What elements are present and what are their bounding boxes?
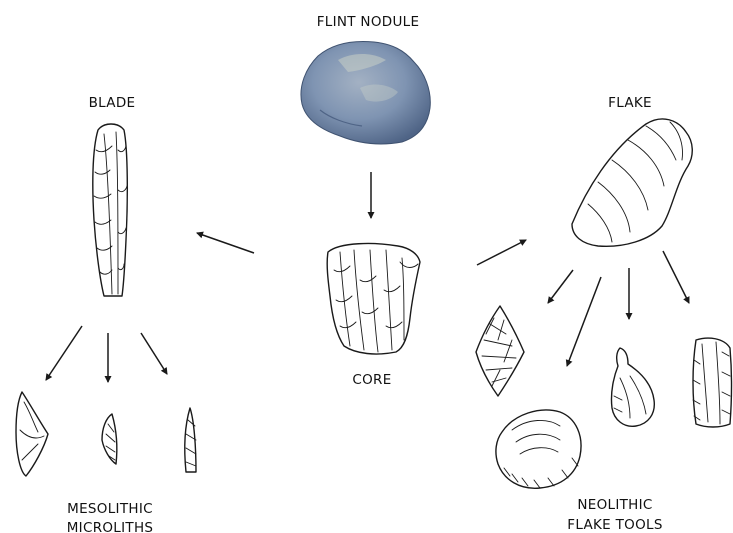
flint-nodule-illustration	[301, 42, 430, 144]
arrow-flake-to-tool-1	[548, 270, 573, 303]
microlith-2	[102, 414, 117, 464]
flake-tool-blade-scraper	[693, 338, 732, 427]
core-label: CORE	[352, 372, 391, 388]
arrow-core-to-blade	[197, 233, 254, 253]
flake-tool-scraper	[496, 410, 581, 488]
flake-illustration	[572, 119, 692, 246]
microlith-3	[185, 408, 196, 472]
blade-illustration	[93, 124, 128, 296]
arrow-flake-to-tool-4	[663, 251, 689, 303]
flake-tool-awl	[611, 348, 654, 426]
flake-label: FLAKE	[608, 95, 652, 111]
arrow-blade-to-microlith-3	[141, 333, 167, 374]
microlith-1	[16, 392, 48, 476]
core-illustration	[327, 244, 420, 354]
flake-tools-label: FLAKE TOOLS	[567, 517, 662, 533]
flake-tool-arrowhead	[476, 306, 524, 396]
arrow-core-to-flake	[477, 240, 526, 265]
microliths-label: MICROLITHS	[67, 520, 154, 533]
neolithic-label: NEOLITHIC	[577, 497, 652, 513]
mesolithic-label: MESOLITHIC	[67, 501, 153, 517]
arrow-blade-to-microlith-1	[46, 326, 82, 380]
flint-nodule-label: FLINT NODULE	[317, 14, 420, 30]
arrow-flake-to-tool-2	[567, 277, 601, 366]
blade-label: BLADE	[89, 95, 136, 111]
